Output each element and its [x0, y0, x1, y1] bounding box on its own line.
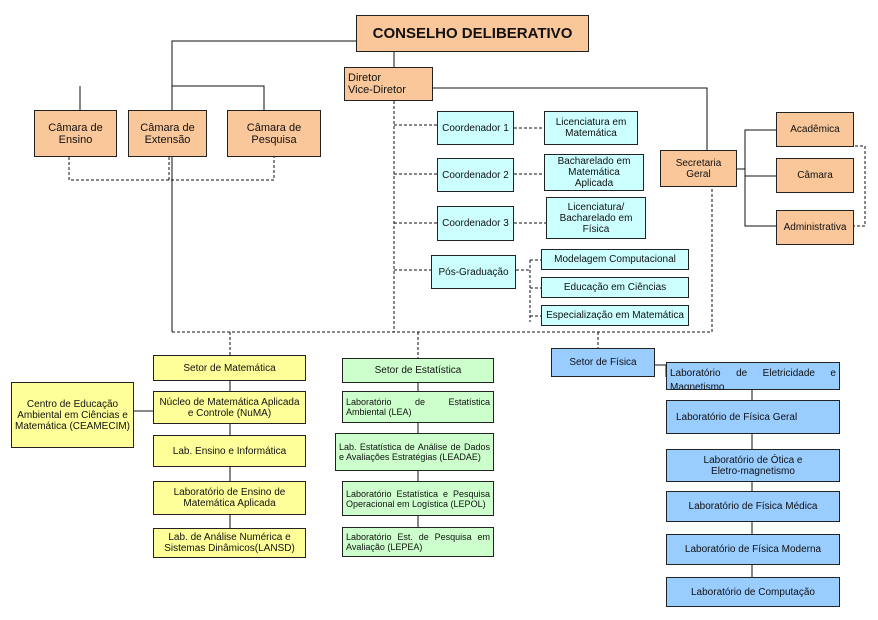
chamber-label: Câmara de Pesquisa	[246, 121, 302, 146]
secretariat-units-bar	[737, 129, 776, 227]
chambers-bar	[79, 85, 265, 110]
lab-label: Laboratório de Física Geral	[676, 411, 798, 423]
secretariat-label: Secretaria Geral	[675, 157, 722, 180]
lab-label: Lab. Estatística de Análise de Dados e A…	[339, 442, 490, 462]
course-3-box: Licenciatura/ Bacharelado em Física	[546, 197, 646, 239]
sector-label: Setor de Física	[569, 357, 637, 368]
lab-label: Laboratório Estatística e Pesquisa Opera…	[346, 488, 490, 509]
dashed-chambers-link	[68, 157, 275, 181]
dashed-course-links	[514, 127, 546, 224]
lab-label: Laboratório de Eletricidade e Magnetismo	[670, 368, 836, 390]
physics-lab-6-box: Laboratório de Computação	[666, 577, 840, 607]
course-label: Licenciatura em Matemática	[555, 117, 627, 139]
lab-label: Laboratório de Física Médica	[688, 501, 818, 512]
chamber-teaching-box: Câmara de Ensino	[34, 110, 117, 157]
grad-program-2-box: Educação em Ciências	[541, 277, 689, 298]
dashed-sector-drops	[229, 332, 599, 358]
chamber-research-box: Câmara de Pesquisa	[227, 110, 321, 157]
math-sector-box: Setor de Matemática	[153, 355, 306, 381]
physics-lab-1-box: Laboratório de Eletricidade e Magnetismo	[666, 362, 840, 390]
course-1-box: Licenciatura em Matemática	[544, 111, 638, 145]
coordinator-label: Coordenador 2	[442, 169, 509, 181]
coordinator-label: Coordenador 3	[442, 218, 509, 229]
dashed-secretariat-links	[737, 145, 866, 227]
physics-lab-3-box: Laboratório de Ótica e Eletro-magnetismo	[666, 449, 840, 482]
lab-label: Laboratório de Ótica e Eletro-magnetismo	[703, 454, 803, 477]
graduate-label: Pós-Graduação	[438, 266, 509, 278]
unit-administrative-box: Administrativa	[776, 210, 854, 245]
chamber-extension-box: Câmara de Extensão	[128, 110, 207, 157]
graduate-box: Pós-Graduação	[431, 255, 516, 289]
director-to-secretariat-line	[433, 87, 708, 150]
ceamecim-label: Centro de Educação Ambiental em Ciências…	[15, 398, 131, 432]
coordinator-3-box: Coordenador 3	[437, 206, 514, 241]
unit-academic-box: Acadêmica	[776, 112, 854, 147]
unit-label: Acadêmica	[790, 124, 840, 135]
coordinator-label: Coordenador 1	[442, 122, 509, 134]
chamber-label: Câmara de Ensino	[48, 121, 103, 146]
ceamecim-box: Centro de Educação Ambiental em Ciências…	[11, 382, 134, 448]
physics-lab-4-box: Laboratório de Física Médica	[666, 491, 840, 522]
physics-lab-5-box: Laboratório de Física Moderna	[666, 534, 840, 565]
math-lab-1-box: Núcleo de Matemática Aplicada e Controle…	[153, 391, 306, 424]
lab-label: Laboratório de Ensino de Matemática Apli…	[173, 487, 286, 509]
dashed-grad-links	[516, 259, 541, 322]
unit-label: Administrativa	[783, 222, 847, 233]
grad-program-label: Modelagem Computacional	[554, 254, 676, 265]
unit-chamber-box: Câmara	[776, 158, 854, 193]
stat-sector-box: Setor de Estatística	[342, 358, 494, 383]
secretariat-box: Secretaria Geral	[660, 150, 737, 187]
grad-program-label: Educação em Ciências	[563, 282, 667, 293]
math-lab-2-box: Lab. Ensino e Informática	[153, 435, 306, 467]
stat-lab-3-box: Laboratório Estatística e Pesquisa Opera…	[342, 481, 494, 516]
sector-label: Setor de Estatística	[374, 365, 462, 376]
chamber-label: Câmara de Extensão	[140, 121, 195, 146]
dashed-coord-links	[394, 124, 437, 271]
vice-director-label: Vice-Diretor	[348, 84, 406, 96]
council-label: CONSELHO DELIBERATIVO	[372, 25, 573, 42]
course-label: Licenciatura/ Bacharelado em Física	[559, 201, 633, 235]
stat-lab-1-box: Laboratório de Estatística Ambiental (LE…	[342, 391, 494, 423]
course-label: Bacharelado em Matemática Aplicada	[557, 156, 631, 189]
lab-label: Laboratório de Estatística Ambiental (LE…	[346, 397, 490, 417]
unit-label: Câmara	[797, 170, 833, 181]
sector-label: Setor de Matemática	[183, 362, 276, 374]
director-label: Diretor	[348, 72, 382, 84]
council-box: CONSELHO DELIBERATIVO	[356, 15, 589, 52]
lab-label: Laboratório de Computação	[691, 586, 815, 598]
lab-label: Núcleo de Matemática Aplicada e Controle…	[159, 396, 300, 419]
math-lab-3-box: Laboratório de Ensino de Matemática Apli…	[153, 481, 306, 515]
stat-lab-2-box: Lab. Estatística de Análise de Dados e A…	[335, 433, 494, 471]
stat-lab-4-box: Laboratório Est. de Pesquisa em Avaliaçã…	[342, 527, 494, 557]
grad-program-3-box: Especialização em Matemática	[541, 305, 689, 326]
lab-label: Laboratório Est. de Pesquisa em Avaliaçã…	[346, 532, 490, 552]
coordinator-2-box: Coordenador 2	[437, 158, 514, 192]
physics-sector-box: Setor de Física	[551, 348, 655, 377]
council-to-lower-line	[171, 40, 356, 332]
course-2-box: Bacharelado em Matemática Aplicada	[544, 154, 644, 191]
grad-program-label: Especialização em Matemática	[546, 310, 684, 321]
lab-label: Lab. Ensino e Informática	[172, 445, 287, 457]
math-lab-4-box: Lab. de Análise Numérica e Sistemas Dinâ…	[153, 528, 306, 558]
lab-label: Lab. de Análise Numérica e Sistemas Dinâ…	[164, 532, 295, 554]
lab-label: Laboratório de Física Moderna	[684, 544, 822, 555]
dashed-bus	[172, 187, 713, 333]
coordinator-1-box: Coordenador 1	[437, 111, 514, 145]
physics-lab-2-box: Laboratório de Física Geral	[666, 400, 840, 434]
grad-program-1-box: Modelagem Computacional	[541, 249, 689, 270]
